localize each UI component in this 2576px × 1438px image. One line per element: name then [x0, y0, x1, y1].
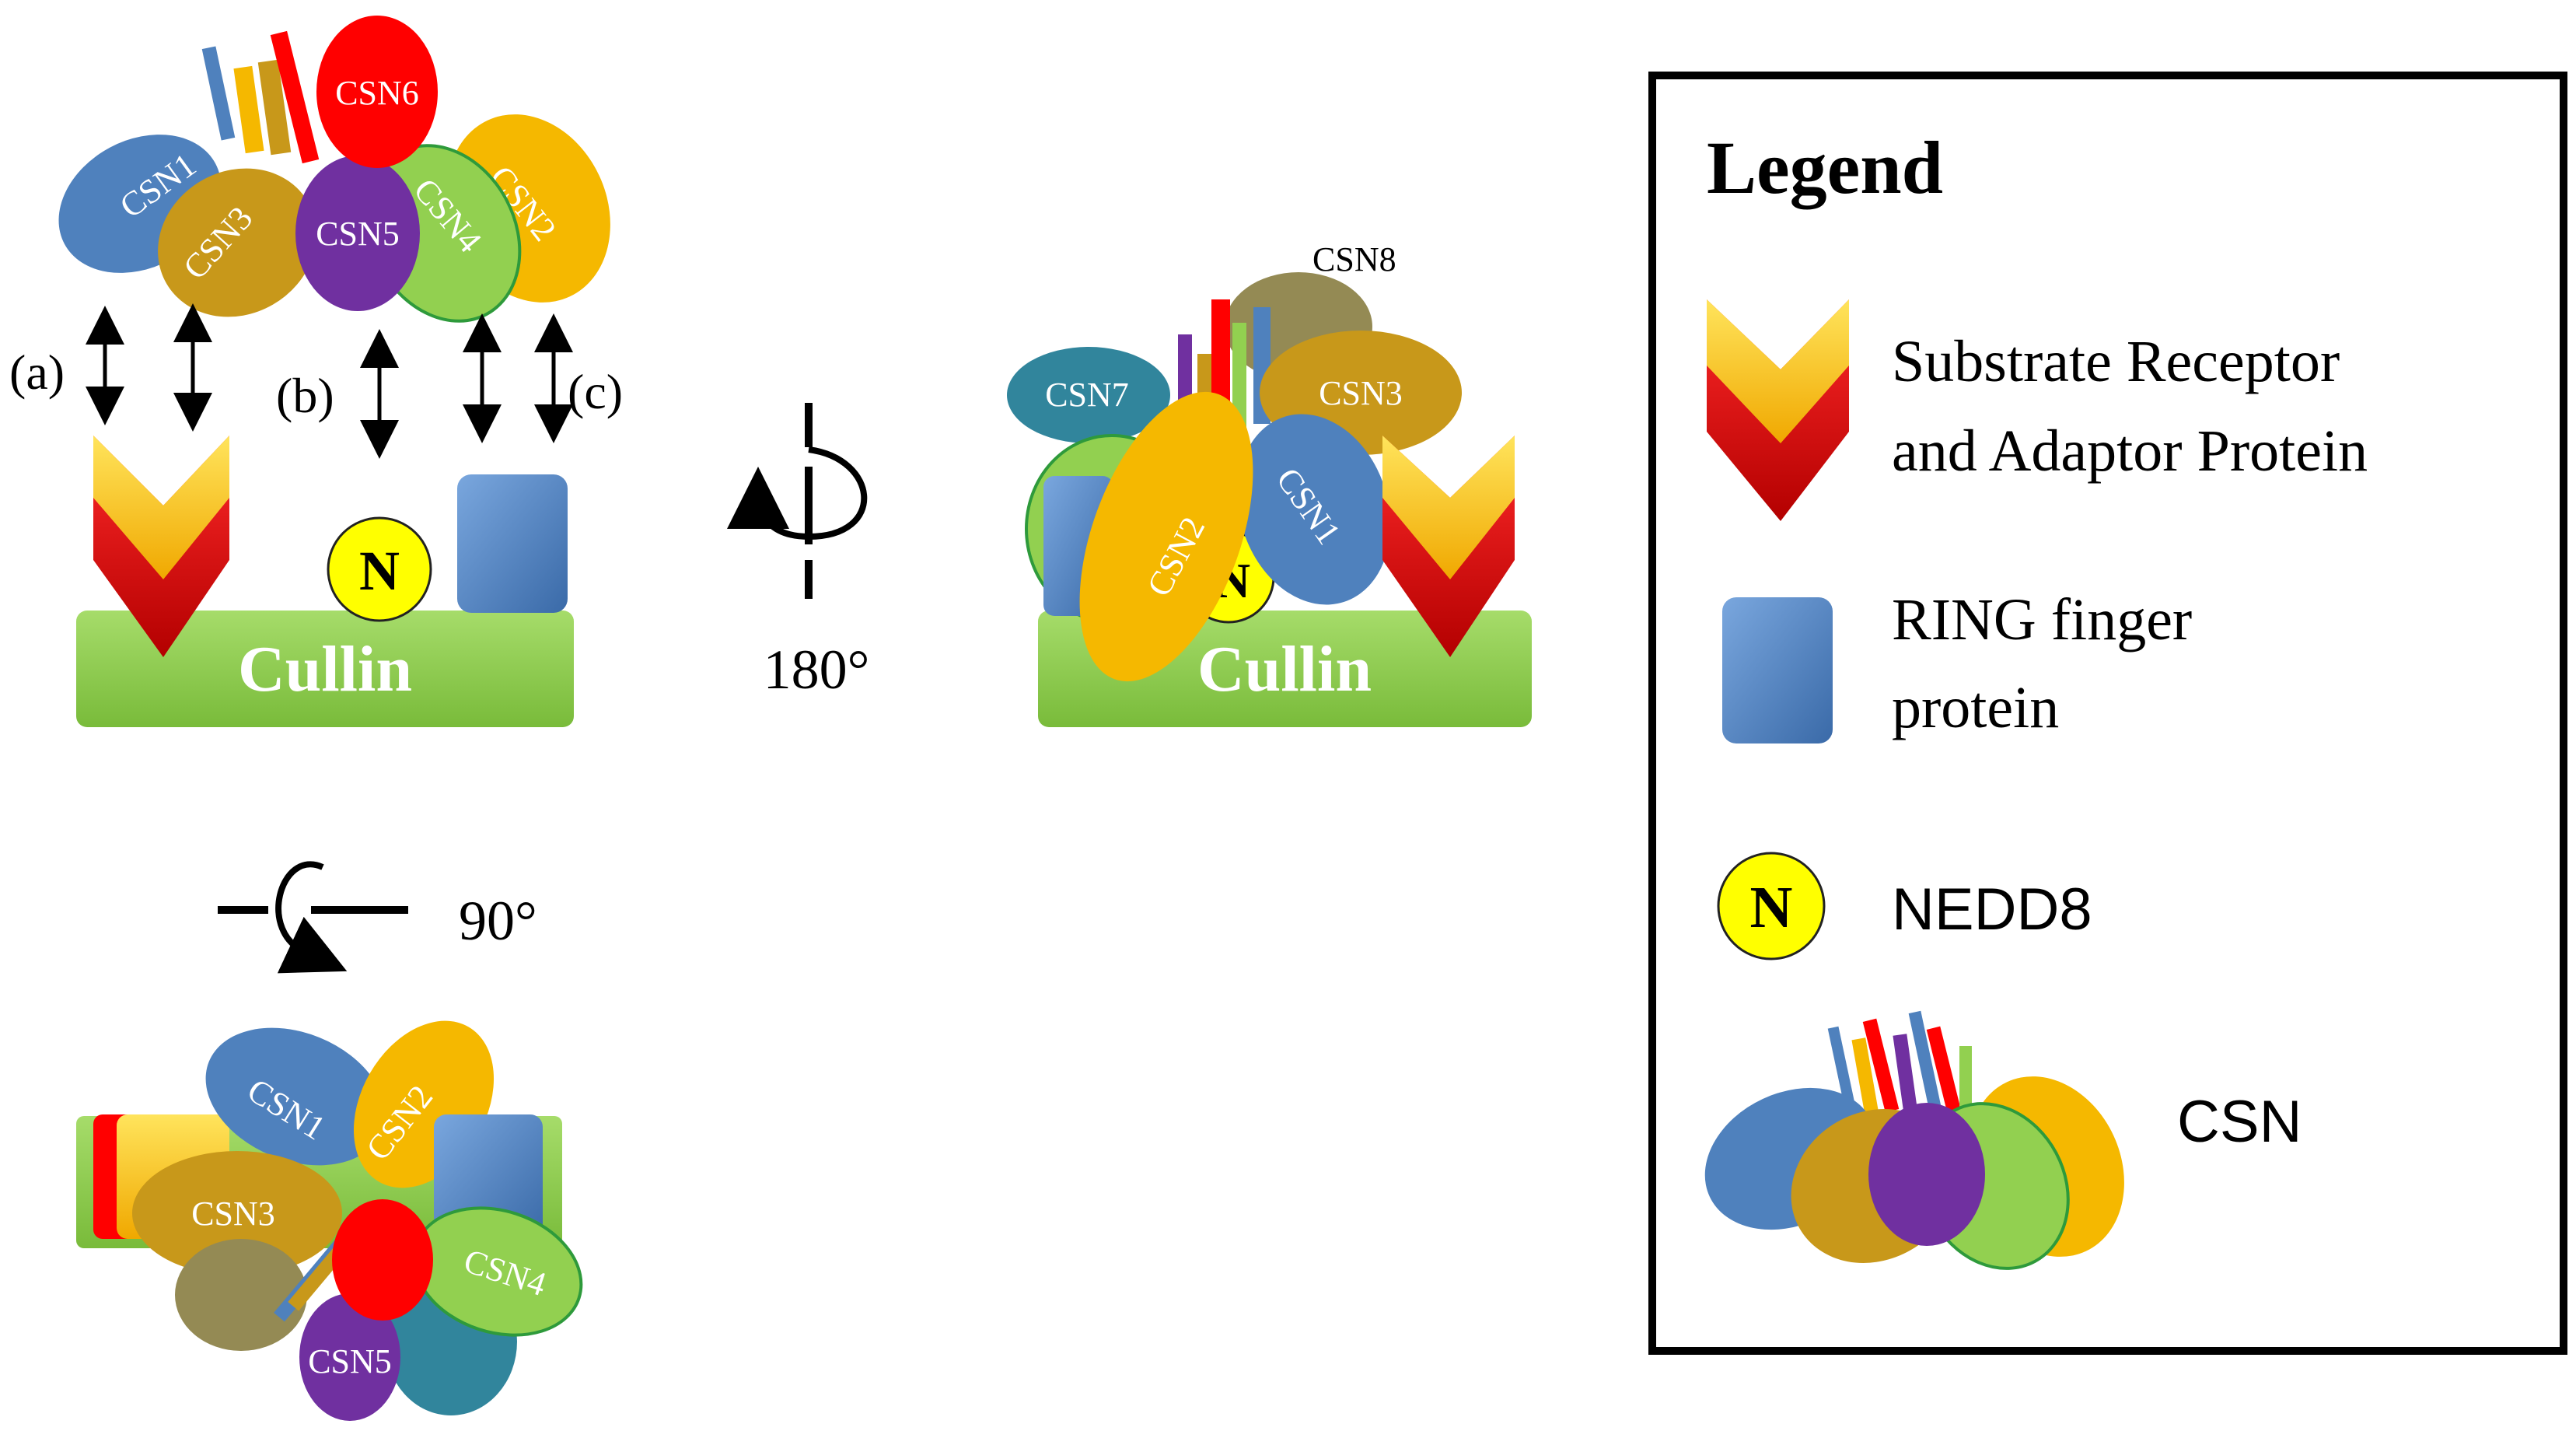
nedd8-n-label: N — [359, 540, 400, 602]
rotation-90-label: 90° — [459, 890, 537, 952]
cullin-label-2: Cullin — [1197, 633, 1372, 705]
csn5-subunit-3 — [299, 1293, 400, 1421]
legend-receptor-line1: Substrate Receptor — [1892, 329, 2340, 394]
legend-nedd8-label: NEDD8 — [1892, 876, 2092, 943]
csn1-subunit-2 — [1237, 414, 1391, 605]
legend-ring-icon — [1722, 597, 1833, 743]
helix-bar — [201, 46, 236, 141]
cullin-complex-left: Cullin N — [76, 436, 574, 727]
rotation-180-label: 180° — [764, 639, 870, 701]
assembled-complex-front: CSN8 CSN7 CSN3 N CSN1 CSN2 Cullin — [1007, 240, 1532, 727]
label-b: (b) — [276, 368, 334, 423]
substrate-receptor — [93, 436, 229, 657]
cullin-label: Cullin — [238, 633, 412, 705]
label-c: (c) — [568, 364, 623, 419]
csn6-label: CSN6 — [335, 74, 419, 112]
csn7-label: CSN7 — [1045, 376, 1129, 414]
legend-nedd8-icon — [1717, 852, 1826, 960]
ring-protein-3 — [434, 1114, 543, 1239]
legend-ring-line2: protein — [1892, 675, 2059, 740]
csn3-label-3: CSN3 — [191, 1195, 275, 1233]
legend-receptor-line2: and Adaptor Protein — [1892, 418, 2368, 484]
substrate-receptor-2 — [1382, 436, 1515, 657]
legend-nedd8-n: N — [1750, 875, 1793, 940]
csn1-subunit-3 — [205, 1027, 386, 1166]
csn3-subunit — [158, 168, 316, 317]
rotation-180-icon: 180° — [727, 403, 870, 701]
csn3-label-2: CSN3 — [1319, 374, 1403, 412]
legend-csn-icon — [1704, 1010, 2124, 1270]
csn-complex-top-left: CSN1 CSN2 CSN3 CSN4 CSN5 CSN6 — [58, 16, 610, 323]
label-a: (a) — [9, 345, 65, 400]
helix-bar — [257, 59, 292, 156]
legend: Legend Substrate Receptor and Adaptor Pr… — [1648, 72, 2567, 1355]
csn5-subunit — [295, 156, 420, 311]
ring-protein — [457, 474, 568, 613]
rotation-90-icon: 90° — [218, 861, 537, 974]
legend-title: Legend — [1707, 126, 1943, 209]
csn5-label: CSN5 — [316, 215, 400, 253]
csn3-subunit-3 — [132, 1151, 342, 1275]
interaction-arrows: (a) (b) (c) — [9, 303, 623, 459]
assembled-complex-top-view: CSN1 CSN2 CSN3 CSN4 CSN5 — [76, 1020, 583, 1421]
helix-bar — [270, 30, 320, 164]
legend-ring-line1: RING finger — [1892, 587, 2192, 653]
cullin-bar — [76, 611, 574, 727]
legend-csn-label: CSN — [2177, 1089, 2302, 1155]
csn7-subunit — [1007, 347, 1170, 443]
csn6-subunit — [316, 16, 438, 168]
csn6-subunit-3 — [332, 1199, 433, 1321]
csn2-subunit-2 — [1079, 391, 1253, 682]
csn8-subunit-3 — [175, 1239, 307, 1351]
legend-receptor-icon — [1707, 299, 1849, 521]
helix-bar — [233, 65, 264, 154]
csn5-label-3: CSN5 — [308, 1342, 392, 1380]
nedd8-circle — [327, 516, 432, 622]
csn8-label: CSN8 — [1312, 240, 1396, 278]
